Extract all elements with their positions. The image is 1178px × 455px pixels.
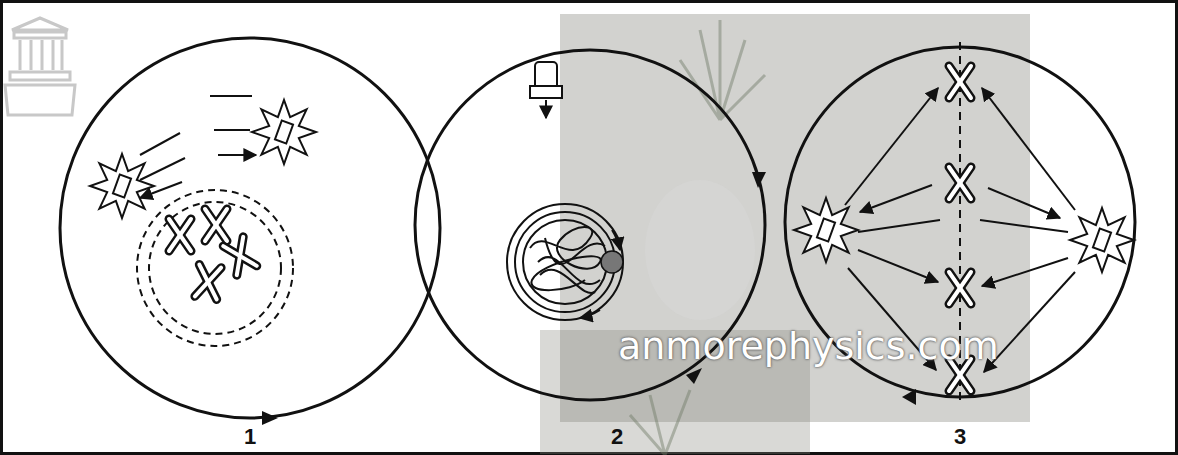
watermark: anmorephysics.com — [618, 326, 999, 368]
stage-number: 3 — [954, 425, 966, 449]
stage-number: 1 — [244, 425, 256, 449]
stage-number: 2 — [611, 425, 623, 449]
